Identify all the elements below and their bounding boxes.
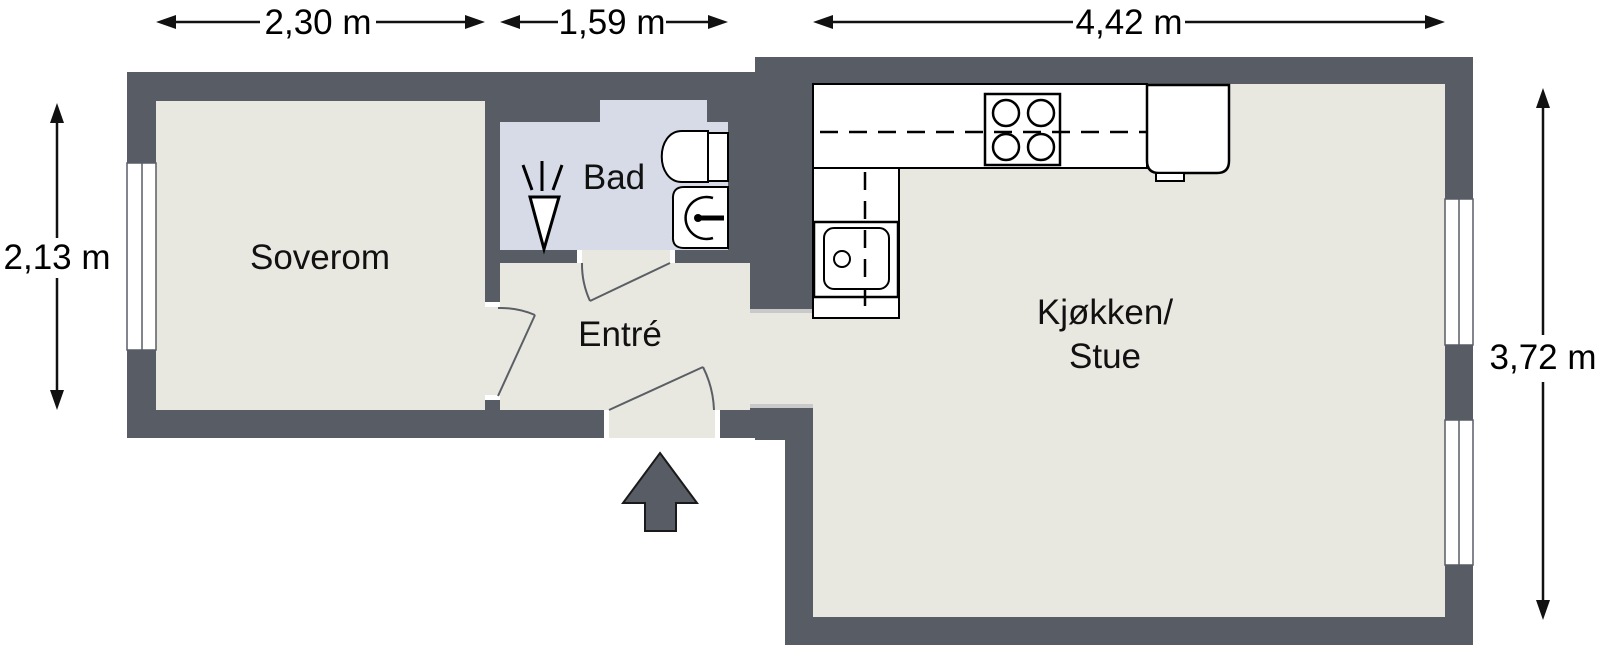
room-label-kitchen-living-line2: Stue [1069, 337, 1141, 376]
bathroom-door [580, 262, 671, 302]
entrance-arrow-up-icon [621, 451, 699, 532]
entry-door-opening [609, 410, 715, 438]
passage-threshold [750, 404, 813, 408]
entrance-floor [500, 263, 750, 410]
dimension-top-right: 4,42 m [813, 3, 1445, 42]
door-swing-arc [702, 366, 715, 411]
room-label-kitchen-living-line1: Kjøkken/ [1037, 293, 1173, 332]
dimension-label-bathroom-width: 1,59 m [559, 3, 666, 42]
door-jamb [485, 395, 500, 400]
bathroom-fixtures [521, 130, 729, 255]
living-room-window-upper [1444, 198, 1474, 346]
doors [497, 262, 715, 411]
dimension-label-bedroom-width: 2,30 m [265, 3, 372, 42]
bedroom-door-opening [485, 307, 500, 395]
dimension-label-bedroom-height: 2,13 m [4, 238, 111, 277]
door-leaf [589, 262, 671, 302]
dimension-right: 3,72 m [1490, 88, 1597, 620]
kitchen-fixtures [812, 83, 1231, 319]
room-label-bathroom: Bad [583, 158, 645, 197]
dimension-top-middle: 1,59 m [500, 3, 728, 42]
windows [126, 162, 1474, 566]
door-leaf [608, 366, 704, 411]
living-room-window-lower [1444, 419, 1474, 566]
kitchen-sink-icon [812, 167, 900, 319]
door-leaf [497, 314, 536, 397]
door-jamb [577, 250, 582, 263]
bathroom-door-opening [582, 250, 670, 263]
bedroom-door [497, 306, 536, 397]
washbasin-icon [671, 186, 729, 249]
bedroom-floor [156, 101, 485, 410]
door-swing-arc [580, 262, 591, 302]
room-label-bedroom: Soverom [250, 238, 390, 277]
dimension-label-kitchen-width: 4,42 m [1076, 3, 1183, 42]
room-labels: Soverom Bad Entré Kjøkken/ Stue [250, 158, 1173, 376]
stove-icon [983, 92, 1062, 167]
door-jamb [485, 302, 500, 307]
kitchen-living-floor [813, 84, 1445, 617]
dimension-label-kitchen-height: 3,72 m [1490, 338, 1597, 377]
door-jamb [715, 410, 720, 438]
dimension-left: 2,13 m [4, 103, 111, 410]
door-swing-arc [497, 306, 536, 316]
room-label-entrance: Entré [578, 315, 662, 354]
floors [156, 84, 1445, 617]
door-jamb [670, 250, 675, 263]
kitchen-counter [812, 83, 1148, 169]
passage-threshold [750, 309, 813, 313]
dimension-top-left: 2,30 m [156, 3, 485, 42]
bedroom-window [126, 162, 157, 351]
passage-floor [750, 313, 813, 404]
door-jamb [604, 410, 609, 438]
shower-icon [521, 161, 564, 255]
entry-door [608, 366, 715, 411]
toilet-icon [660, 130, 729, 183]
refrigerator-icon [1145, 83, 1231, 182]
